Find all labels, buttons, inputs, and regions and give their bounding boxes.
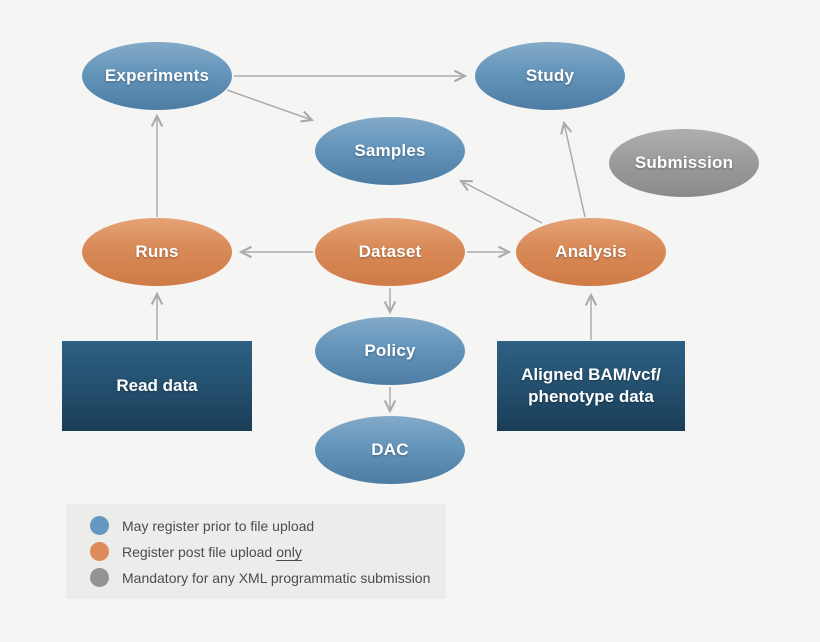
node-study: Study — [475, 42, 625, 110]
node-policy-label: Policy — [364, 341, 416, 360]
node-runs: Runs — [82, 218, 232, 286]
node-study-label: Study — [525, 66, 575, 85]
node-samples-label: Samples — [354, 141, 426, 160]
node-dac: DAC — [315, 416, 465, 484]
legend-orange-text-underlined: only — [276, 543, 302, 560]
node-submission: Submission — [609, 129, 759, 197]
edge-analysis-samples — [461, 181, 543, 224]
legend: May register prior to file upload Regist… — [66, 504, 446, 599]
legend-row-blue: May register prior to file upload — [90, 516, 446, 535]
node-experiments-label: Experiments — [104, 66, 210, 85]
block-aligned-data: Aligned BAM/vcf/ phenotype data — [497, 341, 685, 431]
orange-dot-icon — [90, 542, 109, 561]
node-dac-label: DAC — [371, 440, 409, 459]
node-dataset: Dataset — [315, 218, 465, 286]
legend-orange-text-main: Register post file upload — [122, 543, 273, 560]
block-read-data: Read data — [62, 341, 252, 431]
block-read-data-label: Read data — [116, 375, 198, 395]
node-samples: Samples — [315, 117, 465, 185]
edge-experiments-samples — [226, 89, 312, 120]
node-submission-label: Submission — [634, 153, 734, 172]
legend-gray-text-main: Mandatory for any XML programmatic submi… — [122, 569, 431, 586]
node-dataset-label: Dataset — [358, 242, 422, 261]
legend-blue-text-main: May register prior to file upload — [122, 517, 315, 534]
node-policy: Policy — [315, 317, 465, 385]
legend-gray-text: Mandatory for any XML programmatic submi… — [122, 570, 434, 586]
legend-row-gray: Mandatory for any XML programmatic submi… — [90, 568, 446, 587]
node-analysis: Analysis — [516, 218, 666, 286]
node-runs-label: Runs — [135, 242, 179, 261]
legend-blue-text: May register prior to file upload — [122, 518, 318, 534]
block-aligned-data-label: Aligned BAM/vcf/ phenotype data — [521, 364, 661, 406]
edge-analysis-study — [564, 123, 586, 218]
blue-dot-icon — [90, 516, 109, 535]
node-experiments: Experiments — [82, 42, 232, 110]
gray-dot-icon — [90, 568, 109, 587]
node-analysis-label: Analysis — [555, 242, 627, 261]
